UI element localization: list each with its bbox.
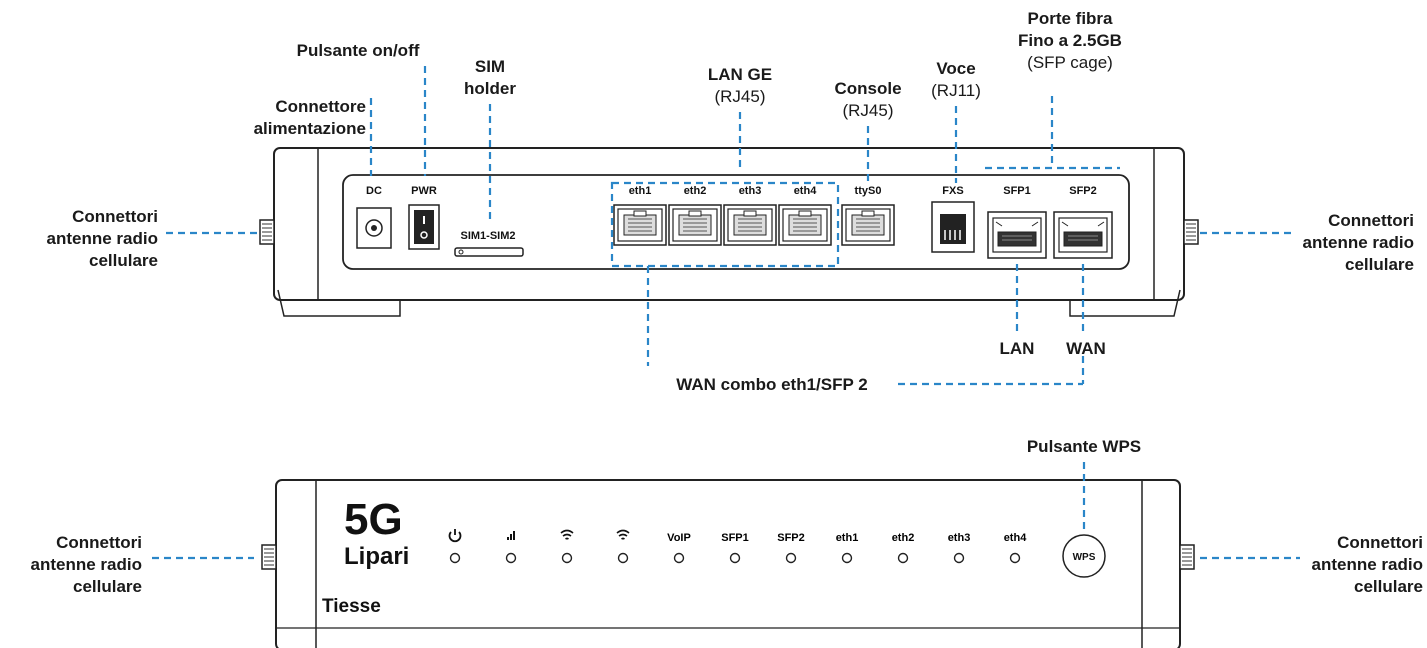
eth2-port <box>668 204 722 246</box>
front-right-antenna-connector <box>1179 544 1195 570</box>
eth1-label: eth1 <box>629 185 652 197</box>
logo-5g: 5G <box>344 495 403 544</box>
led-eth1-7: eth1 <box>836 532 859 564</box>
led-power-icon-0 <box>448 529 462 564</box>
logo-lipari: Lipari <box>344 543 409 570</box>
sfp2-port <box>1053 211 1113 259</box>
label-lan-ge: LAN GE(RJ45) <box>707 65 773 106</box>
led-eth4-10: eth4 <box>1004 532 1028 564</box>
power-icon <box>448 529 462 543</box>
led-indicator <box>953 552 965 564</box>
dc-label: DC <box>366 185 382 197</box>
eth4-port <box>778 204 832 246</box>
led-label: VoIP <box>667 532 691 544</box>
eth4-label: eth4 <box>794 185 818 197</box>
sim-slot <box>454 247 524 257</box>
led-label: eth2 <box>892 532 915 544</box>
sfp2-label: SFP2 <box>1069 185 1097 197</box>
label-voice: Voce(RJ11) <box>931 59 981 100</box>
front-panel <box>261 479 1195 648</box>
led-indicator <box>505 552 517 564</box>
led-indicator <box>1009 552 1021 564</box>
eth1-port <box>613 204 667 246</box>
label-wan-combo: WAN combo eth1/SFP 2 <box>676 375 868 394</box>
console-port <box>841 204 895 246</box>
eth3-port <box>723 204 777 246</box>
led-signal-bars-icon-1 <box>505 531 517 564</box>
led-indicator <box>617 552 629 564</box>
wps-button: WPS <box>1062 534 1106 578</box>
led-indicator <box>729 552 741 564</box>
led-indicator <box>673 552 685 564</box>
left-antenna-connector <box>259 219 275 245</box>
led-sfp1-5: SFP1 <box>721 532 749 564</box>
front-left-antenna-connector <box>261 544 277 570</box>
led-eth2-8: eth2 <box>892 532 915 564</box>
led-eth3-9: eth3 <box>948 532 971 564</box>
led-sfp2-6: SFP2 <box>777 532 805 564</box>
wifi-icon <box>560 529 574 540</box>
rear-panel <box>259 147 1199 317</box>
sfp1-label: SFP1 <box>1003 185 1031 197</box>
led-indicator <box>897 552 909 564</box>
svg-text:WPS: WPS <box>1073 552 1096 563</box>
led-indicator <box>841 552 853 564</box>
label-wan-port: WAN <box>1066 339 1106 358</box>
led-wifi-icon-3 <box>616 529 630 564</box>
label-lan-port: LAN <box>999 339 1035 358</box>
brand-tiesse: Tiesse <box>322 596 381 617</box>
sfp1-port <box>987 211 1047 259</box>
led-label: eth3 <box>948 532 971 544</box>
fxs-port <box>931 201 975 253</box>
led-label: eth4 <box>1004 532 1028 544</box>
led-voip-4: VoIP <box>667 532 691 564</box>
power-switch <box>408 204 440 250</box>
eth2-label: eth2 <box>684 185 707 197</box>
led-indicator <box>561 552 573 564</box>
dc-jack <box>356 207 392 249</box>
label-console: Console(RJ45) <box>834 79 902 120</box>
wifi-icon <box>616 529 630 540</box>
led-label: SFP1 <box>721 532 749 544</box>
eth3-label: eth3 <box>739 185 762 197</box>
sim-label: SIM1-SIM2 <box>460 230 515 242</box>
led-wifi-icon-2 <box>560 529 574 564</box>
fxs-label: FXS <box>942 185 963 197</box>
callout-lines <box>152 66 1300 560</box>
signal-bars-icon <box>507 531 515 540</box>
pwr-label: PWR <box>411 185 437 197</box>
led-label: eth1 <box>836 532 859 544</box>
label-wps-button: Pulsante WPS <box>1026 437 1142 456</box>
console-label: ttyS0 <box>855 185 882 197</box>
led-indicator <box>449 552 461 564</box>
led-label: SFP2 <box>777 532 805 544</box>
led-indicator <box>785 552 797 564</box>
label-pwr-button: Pulsante on/off <box>296 41 420 60</box>
right-antenna-connector <box>1183 219 1199 245</box>
